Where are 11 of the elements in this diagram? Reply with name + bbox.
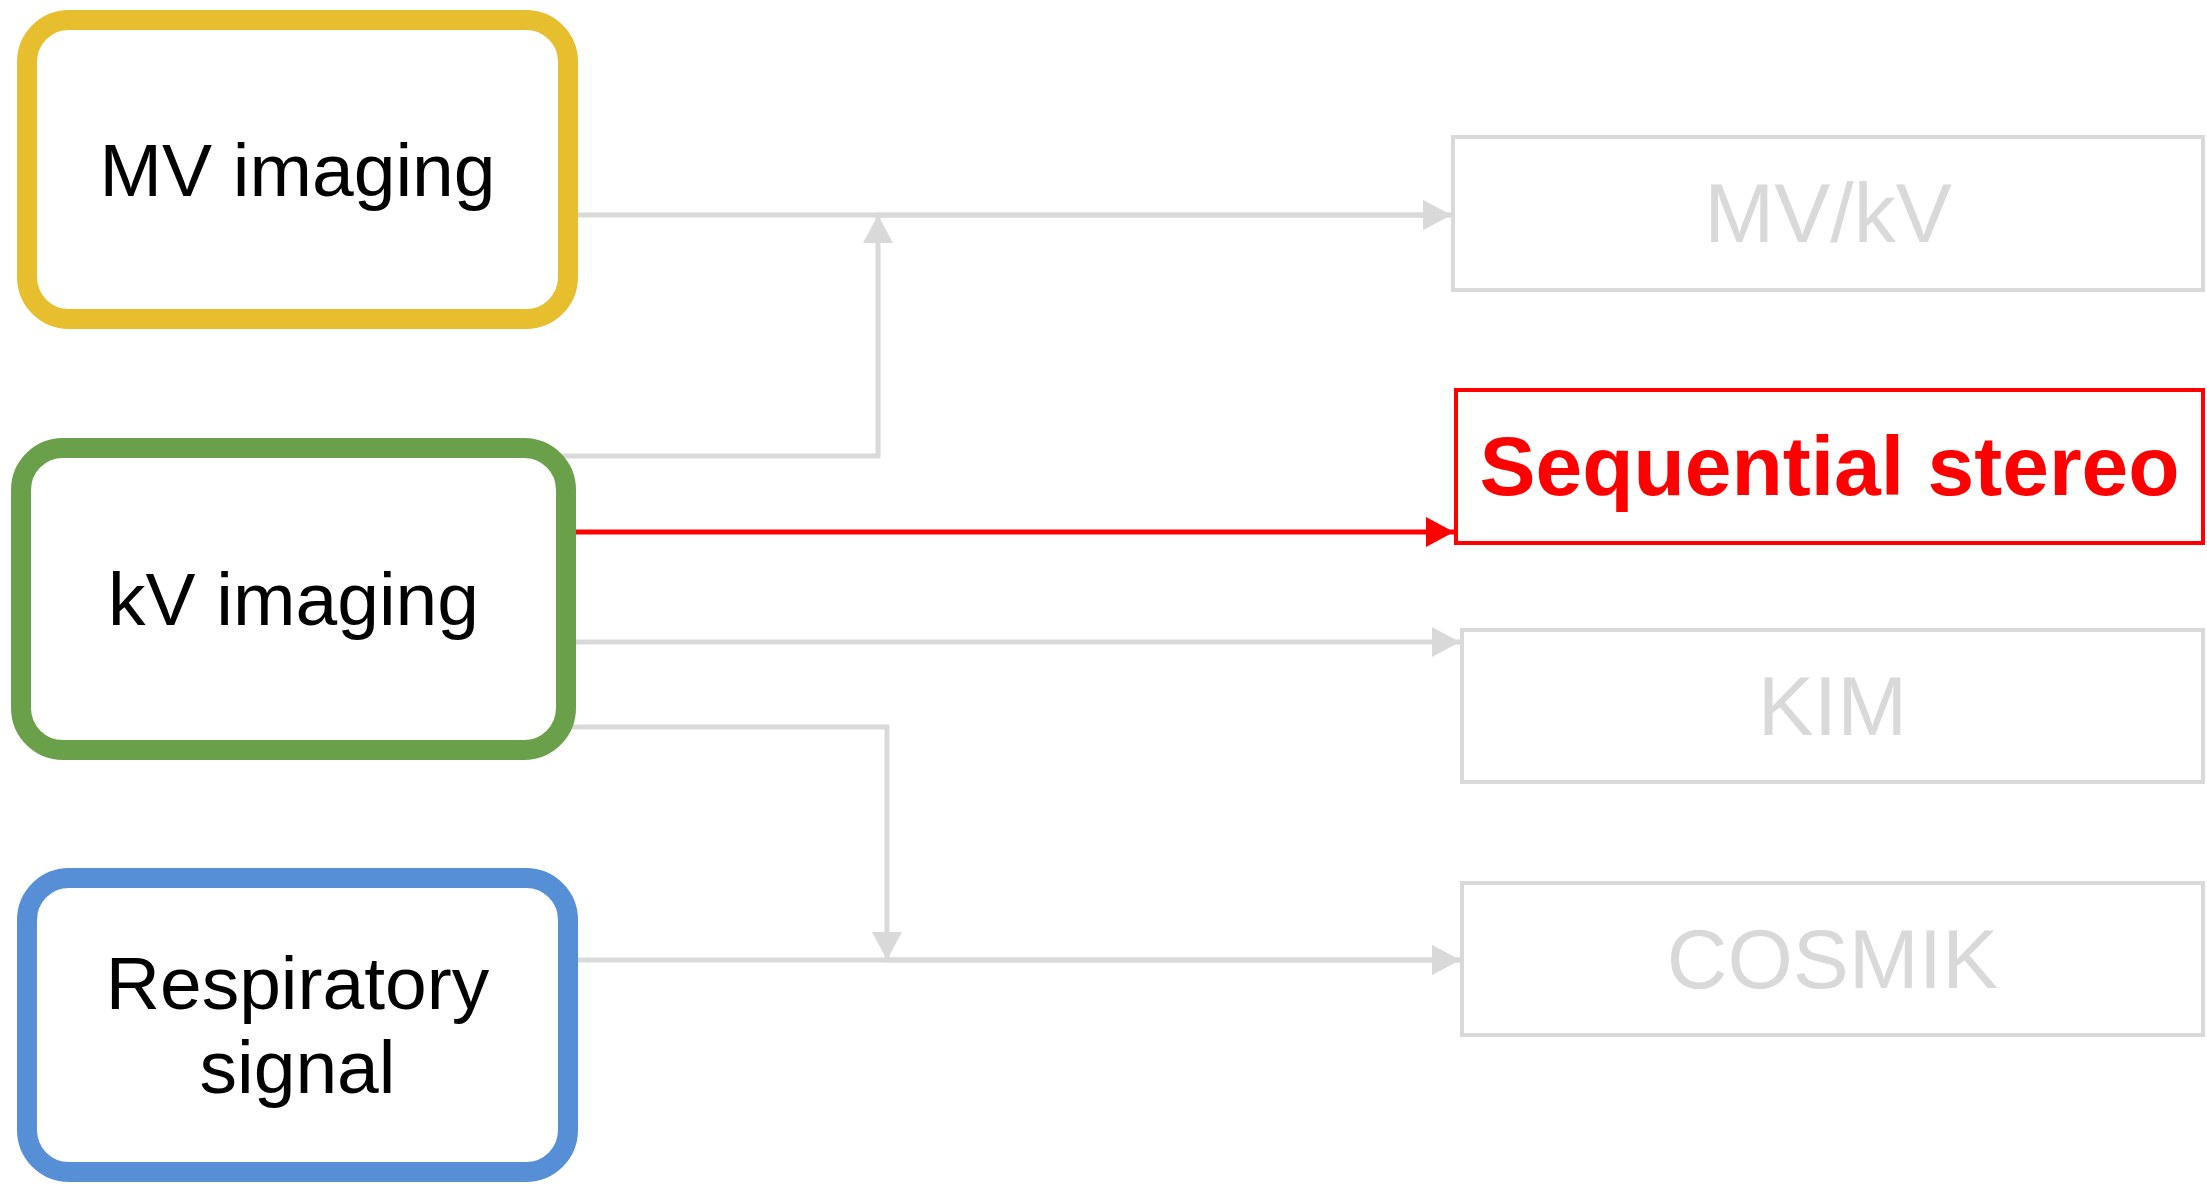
source-box (11, 438, 576, 760)
source-box (17, 868, 578, 1182)
highlighted-method-box (1454, 388, 2205, 545)
method-box (1460, 628, 2205, 784)
source-box (17, 10, 578, 329)
method-box (1451, 135, 2205, 292)
node-label: Sequential stereo (1479, 418, 2180, 515)
node-label: MV imaging (99, 127, 496, 212)
node-label: kV imaging (108, 557, 479, 641)
node-label: Respiratory signal (104, 941, 491, 1109)
method-box (1460, 881, 2205, 1037)
